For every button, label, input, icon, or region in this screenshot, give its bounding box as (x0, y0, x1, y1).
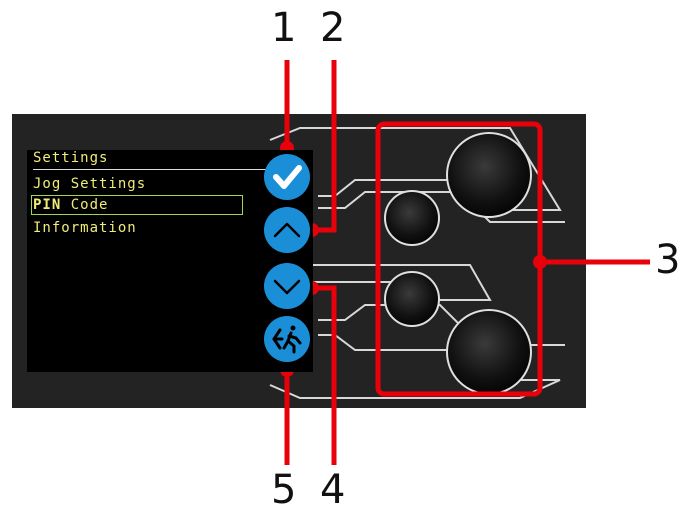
callout-number-5: 5 (271, 467, 297, 513)
callout-line-4 (312, 285, 337, 465)
menu-item-label: Jog Settings (33, 176, 147, 192)
menu-title-underline (33, 169, 269, 170)
menu-item-information[interactable]: Information (33, 220, 137, 236)
callout-number-3: 3 (655, 237, 681, 283)
small-hardware-button-bottom[interactable] (384, 271, 440, 327)
menu-item-label: Code (61, 197, 109, 213)
selection-highlight (31, 195, 243, 215)
menu-item-pin-code[interactable]: PIN Code (31, 195, 243, 215)
menu-item-label-bold: PIN (33, 197, 62, 213)
lcd-screen: Settings Jog Settings PIN Code Informati… (27, 150, 313, 372)
callout-dot-3 (533, 255, 547, 269)
callout-number-2: 2 (320, 5, 346, 51)
menu-title: Settings (33, 150, 109, 166)
large-hardware-button-bottom[interactable] (446, 309, 532, 395)
callout-line-2 (312, 60, 337, 233)
large-hardware-button-top[interactable] (446, 132, 532, 218)
menu-item-jog-settings[interactable]: Jog Settings (33, 176, 146, 192)
small-hardware-button-top[interactable] (384, 190, 440, 246)
menu-item-label: Information (33, 220, 137, 236)
callout-number-4: 4 (320, 467, 346, 513)
callout-number-1: 1 (271, 5, 297, 51)
